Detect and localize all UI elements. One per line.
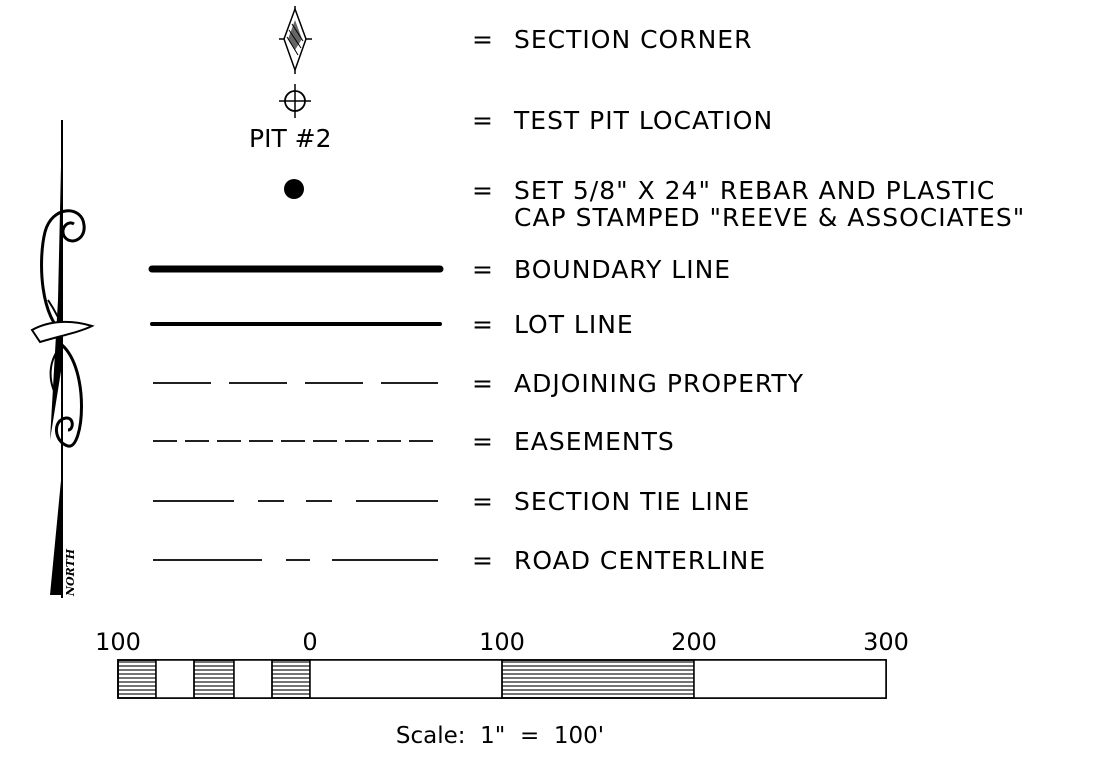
label-rebar-line-1: SET 5/8" X 24" REBAR AND PLASTIC xyxy=(514,176,995,205)
scale-segment xyxy=(155,659,195,699)
scale-bar xyxy=(117,659,887,699)
label-adjoining-property: ADJOINING PROPERTY xyxy=(514,369,804,398)
equals-sign: = xyxy=(472,25,494,54)
rebar-dot-icon xyxy=(284,179,304,199)
equals-sign: = xyxy=(472,106,494,135)
legend-labels: = SECTION CORNER = TEST PIT LOCATION = S… xyxy=(472,25,1025,575)
equals-sign: = xyxy=(472,176,494,205)
north-arrow-icon: NORTH xyxy=(30,120,95,598)
scale-segment xyxy=(193,659,235,699)
test-pit-caption: PIT #2 xyxy=(249,124,332,153)
scale-tick-label: 100 xyxy=(479,628,525,656)
label-section-tie-line: SECTION TIE LINE xyxy=(514,487,750,516)
label-easements: EASEMENTS xyxy=(514,427,675,456)
equals-sign: = xyxy=(472,546,494,575)
scale-segment xyxy=(117,659,157,699)
equals-sign: = xyxy=(472,369,494,398)
scale-segment xyxy=(501,659,695,699)
label-test-pit-location: TEST PIT LOCATION xyxy=(513,106,773,135)
label-lot-line: LOT LINE xyxy=(514,310,634,339)
scale-tick-label: 0 xyxy=(302,628,317,656)
equals-sign: = xyxy=(472,310,494,339)
north-label: NORTH xyxy=(64,548,77,597)
equals-sign: = xyxy=(472,487,494,516)
scale-segment xyxy=(271,659,311,699)
test-pit-icon xyxy=(279,84,311,118)
label-rebar-line-2: CAP STAMPED "REEVE & ASSOCIATES" xyxy=(514,203,1025,232)
scale-tick-label: 200 xyxy=(671,628,717,656)
scale-tick-label: 300 xyxy=(863,628,909,656)
label-section-corner: SECTION CORNER xyxy=(514,25,752,54)
scale-segment xyxy=(309,659,503,699)
scale-tick-label: 100 xyxy=(95,628,141,656)
scale-ticks: 100 0 100 200 300 xyxy=(95,628,909,656)
equals-sign: = xyxy=(472,255,494,284)
section-corner-icon xyxy=(279,6,312,74)
scale-segment xyxy=(233,659,273,699)
label-road-centerline: ROAD CENTERLINE xyxy=(514,546,766,575)
label-boundary-line: BOUNDARY LINE xyxy=(514,255,731,284)
scale-caption: Scale: 1" = 100' xyxy=(396,723,604,749)
equals-sign: = xyxy=(472,427,494,456)
scale-segment xyxy=(693,659,887,699)
